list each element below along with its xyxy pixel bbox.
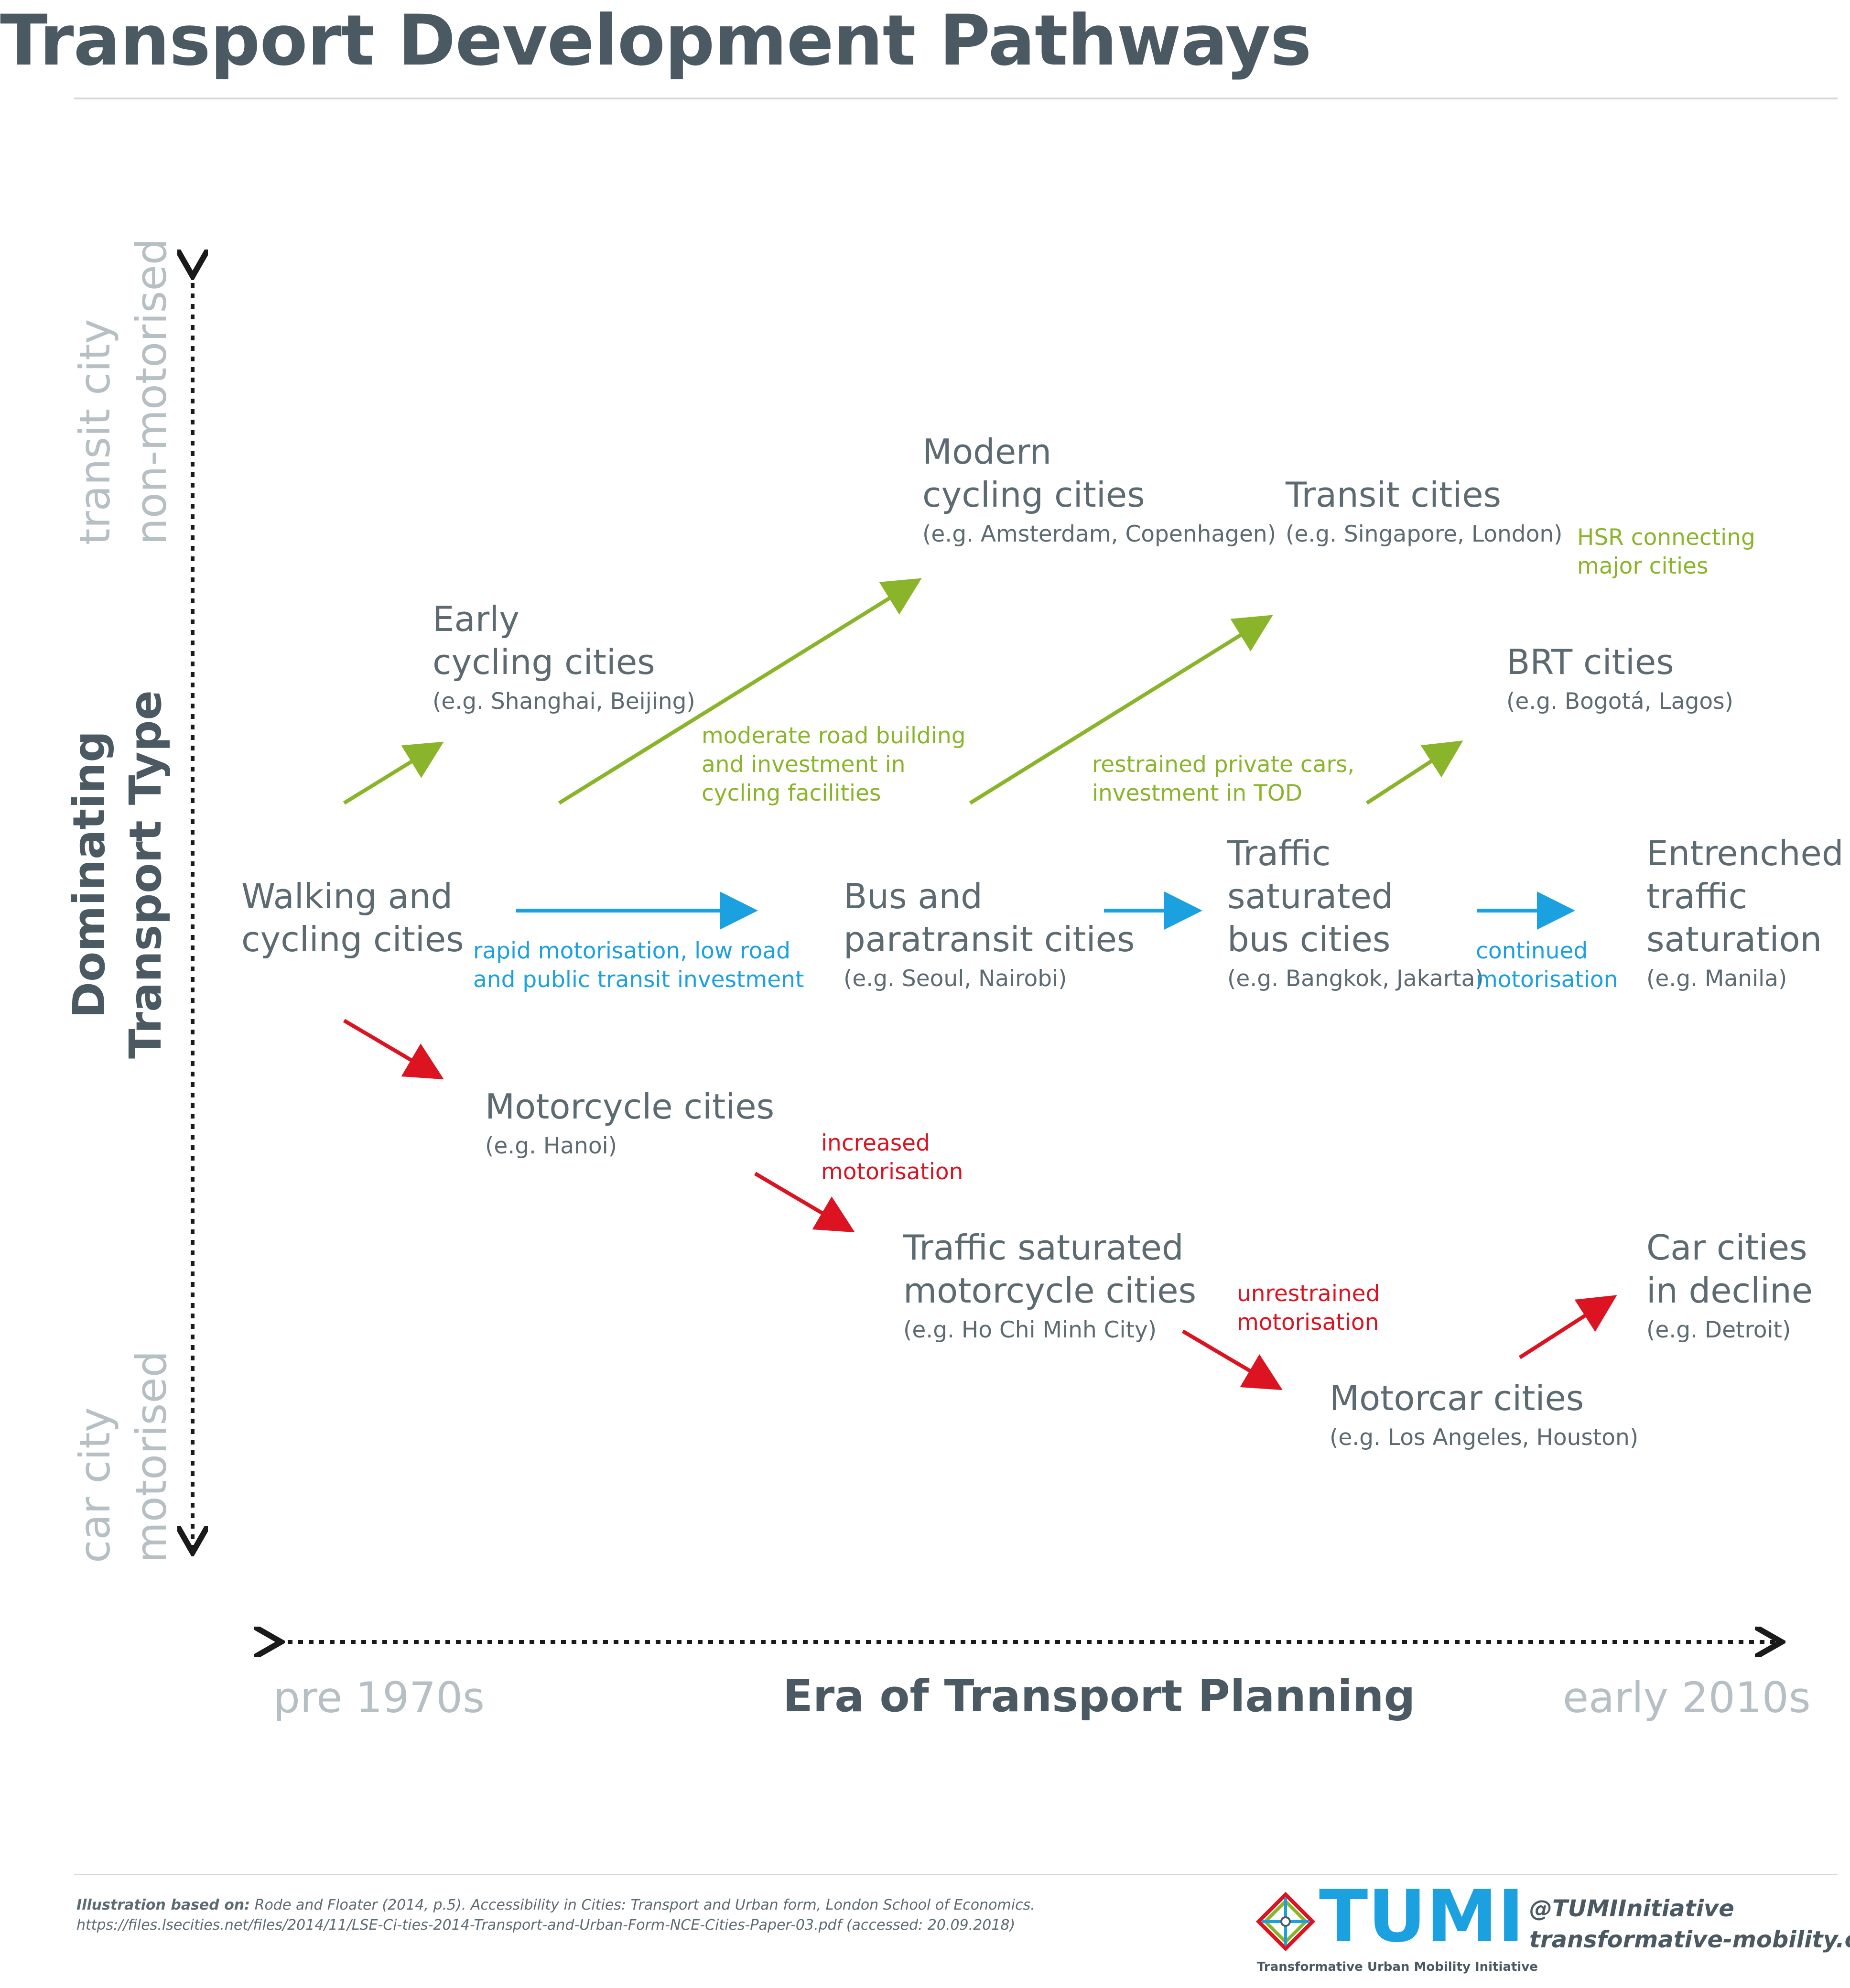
node-traffic-saturated-bus: Traffic saturated bus cities (e.g. Bangk… — [1227, 832, 1484, 993]
label-line: investment in TOD — [1092, 780, 1303, 806]
x-axis-title: Era of Transport Planning — [783, 1671, 1416, 1722]
node-name: Modern — [922, 432, 1052, 472]
label-continued-motorisation: continued motorisation — [1476, 937, 1618, 994]
y-axis-bottom-label: car city motorised — [67, 1351, 180, 1563]
node-transit: Transit cities (e.g. Singapore, London) — [1286, 473, 1563, 549]
tumi-logo-icon — [1255, 1891, 1316, 1952]
node-name: motorcycle cities — [903, 1271, 1197, 1311]
node-name: Transit cities — [1286, 475, 1502, 515]
label-line: major cities — [1577, 553, 1709, 579]
y-axis-title: Dominating Transport Type — [61, 690, 174, 1059]
label-moderate-road-building: moderate road building and investment in… — [702, 722, 966, 808]
tumi-logo-text: TUMI — [1319, 1875, 1525, 1958]
node-name: in decline — [1646, 1271, 1813, 1311]
node-walking-cycling: Walking and cycling cities — [241, 875, 464, 961]
y-title-line2: Transport Type — [120, 690, 171, 1059]
arrow-to-modern-cycling — [558, 578, 922, 805]
label-line: HSR connecting — [1577, 524, 1755, 551]
x-axis-left-label: pre 1970s — [273, 1673, 485, 1722]
citation-text: Rode and Floater (2014, p.5). Accessibil… — [76, 1897, 1035, 1934]
node-example: (e.g. Shanghai, Beijing) — [433, 688, 695, 715]
node-name: Traffic saturated — [903, 1228, 1184, 1268]
citation-bold: Illustration based on: — [76, 1897, 250, 1913]
node-name: Motorcar cities — [1330, 1378, 1584, 1418]
label-line: motorisation — [1237, 1309, 1379, 1336]
x-axis-right-label: early 2010s — [1563, 1673, 1811, 1722]
arrow-bus-to-transit — [969, 615, 1273, 805]
website-link[interactable]: transformative-mobility.org — [1529, 1926, 1850, 1953]
arrow-walking-to-motorcycle — [343, 1019, 444, 1080]
node-name: cycling cities — [922, 475, 1145, 515]
node-example: (e.g. Singapore, London) — [1286, 521, 1563, 547]
arrow-traffic-motorcycle-to-motorcar — [1181, 1329, 1283, 1391]
y-title-line1: Dominating — [64, 730, 115, 1019]
node-example: (e.g. Amsterdam, Copenhagen) — [922, 521, 1277, 547]
arrow-motorcycle-to-traffic-motorcycle — [754, 1172, 855, 1233]
node-example: (e.g. Bogotá, Lagos) — [1506, 688, 1734, 715]
node-name: traffic — [1646, 876, 1748, 916]
label-line: increased — [821, 1130, 930, 1156]
node-name: Entrenched — [1646, 833, 1844, 873]
page-title: Transport Development Pathways — [0, 0, 1312, 81]
y-top-line1: transit city — [70, 319, 119, 545]
node-name: saturated — [1227, 876, 1394, 916]
footer-divider — [74, 1874, 1838, 1875]
node-car-decline: Car cities in decline (e.g. Detroit) — [1646, 1226, 1813, 1345]
node-example: (e.g. Seoul, Nairobi) — [844, 966, 1067, 992]
node-name: Bus and — [844, 876, 983, 916]
node-name: paratransit cities — [844, 919, 1135, 959]
node-name: cycling cities — [433, 642, 655, 682]
label-line: motorisation — [1476, 967, 1618, 993]
label-line: and investment in — [702, 751, 906, 778]
label-line: restrained private cars, — [1092, 751, 1355, 778]
node-name: Car cities — [1646, 1228, 1807, 1268]
label-line: unrestrained — [1237, 1281, 1380, 1307]
label-line: rapid motorisation, low road — [473, 938, 790, 964]
node-name: saturation — [1646, 919, 1822, 959]
node-early-cycling: Early cycling cities (e.g. Shanghai, Bei… — [433, 597, 695, 716]
node-name: bus cities — [1227, 919, 1391, 959]
node-brt: BRT cities (e.g. Bogotá, Lagos) — [1506, 641, 1733, 716]
tumi-logo-subtitle: Transformative Urban Mobility Initiative — [1257, 1960, 1538, 1974]
label-rapid-motorisation: rapid motorisation, low road and public … — [473, 937, 804, 994]
label-line: cycling facilities — [702, 780, 881, 806]
node-motorcycle: Motorcycle cities (e.g. Hanoi) — [485, 1085, 774, 1161]
label-unrestrained-motorisation: unrestrained motorisation — [1237, 1280, 1380, 1337]
node-name: Early — [433, 599, 519, 639]
node-modern-cycling: Modern cycling cities (e.g. Amsterdam, C… — [922, 430, 1276, 549]
node-name: Traffic — [1227, 833, 1331, 873]
node-example: (e.g. Ho Chi Minh City) — [903, 1317, 1157, 1343]
label-hsr: HSR connecting major cities — [1577, 523, 1755, 581]
citation: Illustration based on: Rode and Floater … — [76, 1895, 1204, 1935]
label-line: continued — [1476, 938, 1588, 964]
arrow-motorcar-to-car-decline — [1518, 1295, 1617, 1359]
title-divider — [74, 98, 1838, 99]
y-bottom-line1: car city — [70, 1407, 119, 1563]
node-example: (e.g. Hanoi) — [485, 1133, 617, 1159]
arrow-to-brt — [1365, 740, 1463, 805]
y-bottom-line2: motorised — [127, 1350, 176, 1563]
y-top-line2: non-motorised — [127, 238, 176, 545]
node-motorcar: Motorcar cities (e.g. Los Angeles, Houst… — [1330, 1377, 1638, 1452]
node-name: cycling cities — [241, 919, 464, 959]
node-name: Motorcycle cities — [485, 1086, 775, 1127]
node-example: (e.g. Manila) — [1646, 966, 1787, 992]
node-traffic-saturated-motorcycle: Traffic saturated motorcycle cities (e.g… — [903, 1226, 1196, 1345]
label-line: motorisation — [821, 1159, 963, 1185]
node-name: Walking and — [241, 876, 453, 916]
node-example: (e.g. Bangkok, Jakarta) — [1227, 966, 1484, 992]
label-line: and public transit investment — [473, 967, 804, 993]
y-axis-top-label: transit city non-motorised — [67, 238, 180, 545]
label-increased-motorisation: increased motorisation — [821, 1129, 963, 1186]
label-restrained-private-cars: restrained private cars, investment in T… — [1092, 750, 1354, 808]
arrow-walking-to-early-cycling — [343, 741, 444, 805]
social-handle: @TUMIInitiative — [1529, 1895, 1734, 1922]
node-example: (e.g. Los Angeles, Houston) — [1330, 1424, 1639, 1451]
node-entrenched: Entrenched traffic saturation (e.g. Mani… — [1646, 832, 1844, 993]
node-name: BRT cities — [1506, 642, 1674, 682]
label-line: moderate road building — [702, 723, 966, 749]
node-example: (e.g. Detroit) — [1646, 1317, 1791, 1343]
node-bus-paratransit: Bus and paratransit cities (e.g. Seoul, … — [844, 875, 1135, 993]
